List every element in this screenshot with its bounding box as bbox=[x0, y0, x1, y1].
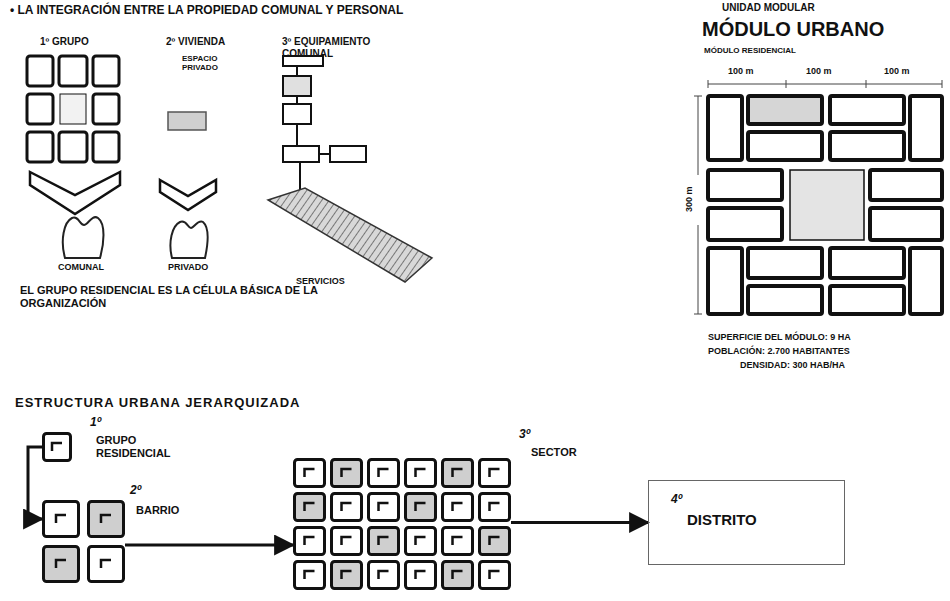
block-square bbox=[480, 528, 510, 555]
block-squares bbox=[42, 432, 72, 462]
block-grid: 2ºBARRIO bbox=[42, 500, 125, 583]
down-chevron bbox=[30, 172, 120, 214]
block-square bbox=[369, 494, 399, 521]
block-square bbox=[295, 460, 325, 487]
section-title: ESTRUCTURA URBANA JERARQUIZADA bbox=[15, 396, 300, 411]
caption-label: POBLACIÓN: 2.700 HABITANTES bbox=[708, 346, 850, 356]
group-plan bbox=[27, 56, 119, 162]
caption-label: PRIVADO bbox=[168, 262, 208, 272]
caption-label: SUPERFICIE DEL MÓDULO: 9 HA bbox=[708, 332, 851, 342]
block-square bbox=[480, 494, 510, 521]
block-squares bbox=[42, 500, 125, 583]
block-square bbox=[369, 562, 399, 589]
block-square bbox=[295, 528, 325, 555]
block-square bbox=[332, 460, 362, 487]
district-box: 4ºDISTRITO bbox=[648, 480, 845, 565]
hierarchy-arrow bbox=[28, 447, 42, 519]
block-square bbox=[44, 434, 71, 461]
block-square bbox=[332, 562, 362, 589]
dimension-label: 100 m bbox=[884, 66, 910, 76]
dimension-label: 100 m bbox=[728, 66, 754, 76]
block-square bbox=[369, 460, 399, 487]
level-number: 3º bbox=[519, 428, 530, 442]
hatched-band bbox=[268, 188, 432, 282]
block-square bbox=[332, 528, 362, 555]
level-name: GRUPO RESIDENCIAL bbox=[96, 434, 196, 459]
caption-label: UNIDAD MODULAR bbox=[722, 2, 815, 14]
block-square bbox=[406, 494, 436, 521]
level-number: 1º bbox=[90, 416, 101, 430]
block-square bbox=[89, 502, 124, 537]
caption-label: 3º EQUIPAMIENTO COMUNAL bbox=[282, 36, 402, 59]
block-squares bbox=[293, 458, 511, 593]
block-square bbox=[443, 494, 473, 521]
block-square bbox=[480, 562, 510, 589]
caption-label: COMUNAL bbox=[58, 262, 104, 272]
module-plan bbox=[708, 96, 942, 314]
level-number: 4º bbox=[671, 493, 682, 507]
private-plot bbox=[168, 112, 206, 130]
block-square bbox=[480, 460, 510, 487]
caption-label: 1º GRUPO bbox=[40, 36, 89, 48]
level-name: SECTOR bbox=[531, 446, 577, 459]
note-text: • LA INTEGRACIÓN ENTRE LA PROPIEDAD COMU… bbox=[10, 4, 410, 18]
block-square bbox=[406, 460, 436, 487]
level-name: DISTRITO bbox=[687, 511, 757, 528]
level-number: 2º bbox=[130, 484, 141, 498]
block-grid: 1ºGRUPO RESIDENCIAL bbox=[42, 432, 72, 462]
caption-label: ESPACIO PRIVADO bbox=[182, 54, 252, 72]
note-text: EL GRUPO RESIDENCIAL ES LA CÉLULA BÁSICA… bbox=[20, 284, 400, 309]
dimension-label: 300 m bbox=[684, 186, 694, 212]
down-chevron bbox=[160, 180, 216, 210]
equipment-flow bbox=[283, 56, 366, 190]
block-grid: 3ºSECTOR bbox=[293, 458, 511, 593]
block-square bbox=[44, 502, 79, 537]
level-name: BARRIO bbox=[136, 504, 179, 517]
caption-label: 2º VIVIENDA bbox=[166, 36, 225, 48]
block-square bbox=[295, 494, 325, 521]
block-square bbox=[332, 494, 362, 521]
dimension-label: 100 m bbox=[806, 66, 832, 76]
block-square bbox=[443, 528, 473, 555]
caption-label: MÓDULO RESIDENCIAL bbox=[704, 46, 796, 55]
block-square bbox=[443, 562, 473, 589]
person-figure bbox=[63, 217, 104, 258]
block-square bbox=[443, 460, 473, 487]
block-square bbox=[406, 562, 436, 589]
dimension-lines bbox=[694, 80, 942, 314]
block-square bbox=[89, 547, 124, 582]
block-square bbox=[369, 528, 399, 555]
person-figure bbox=[170, 221, 207, 258]
block-square bbox=[44, 547, 79, 582]
caption-label: DENSIDAD: 300 HAB/HA bbox=[740, 360, 845, 370]
block-square bbox=[406, 528, 436, 555]
hierarchy-arrow bbox=[125, 544, 293, 547]
block-square bbox=[295, 562, 325, 589]
hierarchy-arrow bbox=[511, 521, 648, 524]
caption-label: MÓDULO URBANO bbox=[702, 18, 884, 41]
